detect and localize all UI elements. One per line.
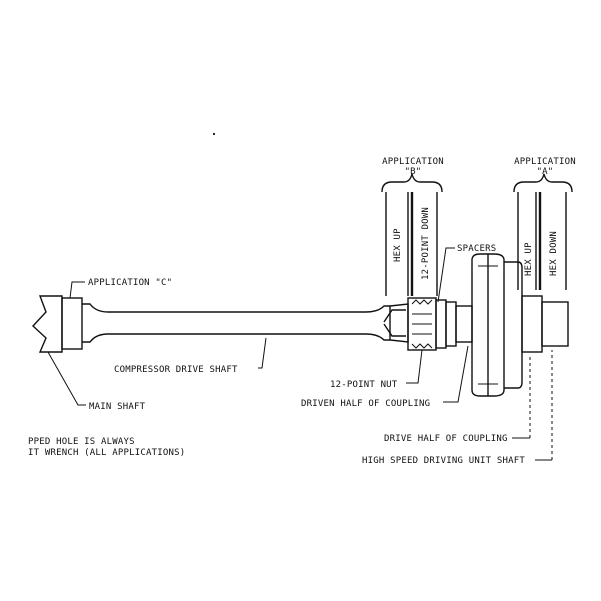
compressor-drive-shaft	[82, 303, 390, 343]
coupling	[471, 253, 523, 397]
main-shaft-label: MAIN SHAFT	[89, 402, 146, 412]
twelve-point-nut-label: 12-POINT NUT	[330, 380, 398, 390]
hex-down-a-label: HEX DOWN	[549, 231, 559, 276]
application-c-label: APPLICATION "C"	[88, 278, 172, 288]
note-line-2: IT WRENCH (ALL APPLICATIONS)	[28, 448, 185, 458]
twelve-point-down-label: 12-POINT DOWN	[421, 207, 431, 280]
leader-lines	[47, 247, 553, 461]
application-a-bracket	[513, 173, 573, 290]
stray-dot	[212, 132, 216, 136]
note-line-1: PPED HOLE IS ALWAYS	[28, 437, 135, 447]
application-a-title: APPLICATION	[514, 157, 576, 167]
hex-up-a-label: HEX UP	[524, 242, 534, 276]
drive-half-coupling-label: DRIVE HALF OF COUPLING	[384, 434, 508, 444]
application-b-sub: "B"	[405, 167, 422, 177]
hex-up-b-label: HEX UP	[393, 228, 403, 262]
hex-nut-section	[383, 303, 409, 343]
high-speed-shaft-label: HIGH SPEED DRIVING UNIT SHAFT	[362, 456, 525, 466]
compressor-drive-shaft-label: COMPRESSOR DRIVE SHAFT	[114, 365, 238, 375]
high-speed-shaft	[521, 295, 569, 353]
driven-half-coupling-label: DRIVEN HALF OF COUPLING	[301, 399, 430, 409]
spacers	[435, 299, 457, 349]
spacers-label: SPACERS	[457, 244, 496, 254]
main-shaft-end	[32, 295, 83, 353]
application-a-sub: "A"	[537, 167, 554, 177]
driven-shaft-stub	[455, 305, 473, 343]
twelve-point-nut	[407, 297, 437, 351]
application-b-bracket	[381, 173, 443, 296]
application-b-title: APPLICATION	[382, 157, 444, 167]
